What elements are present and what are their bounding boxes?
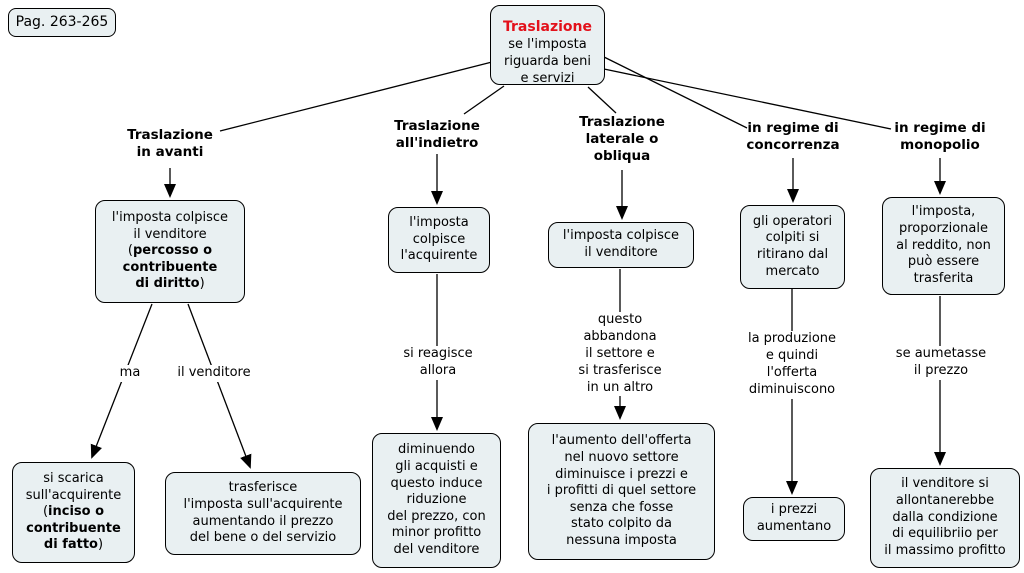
root-title: Traslazione: [503, 19, 592, 36]
connector-root-indietro: [463, 85, 505, 115]
edge-label-ma[interactable]: ma: [112, 365, 148, 382]
node-seller-equilibrium[interactable]: il venditore si allontanerebbe dalla con…: [870, 468, 1020, 568]
node-supply-increase[interactable]: l'aumento dell'offerta nel nuovo settore…: [528, 423, 715, 560]
node-seller-hit-lateral[interactable]: l'imposta colpisce il venditore: [548, 222, 694, 268]
node-buyer-hit[interactable]: l'imposta colpisce l'acquirente: [388, 207, 490, 273]
node-falls-on-buyer-bold: inciso o contribuente di fatto: [26, 504, 121, 553]
node-seller-hit-post: ): [199, 276, 205, 292]
page-ref-label: Pag. 263-265: [15, 13, 109, 30]
node-seller-hit-bold: percosso o contribuente di diritto: [122, 243, 218, 292]
root-subtitle: se l'imposta riguarda beni e servizi: [504, 37, 591, 86]
edge-label-questo-abbandona[interactable]: questo abbandona il settore e si trasfer…: [565, 312, 675, 397]
branch-label-in-avanti[interactable]: Traslazione in avanti: [127, 127, 213, 160]
node-seller-hit[interactable]: l'imposta colpisce il venditore (percoss…: [95, 200, 245, 303]
branch-label-laterale-obliqua[interactable]: Traslazione laterale o obliqua: [579, 114, 665, 164]
node-falls-on-buyer-post: ): [97, 537, 104, 553]
node-tax-not-transferable[interactable]: l'imposta, proporzionale al reddito, non…: [882, 197, 1005, 295]
edge-label-il-venditore[interactable]: il venditore: [168, 365, 260, 382]
node-falls-on-buyer[interactable]: si scarica sull'acquirente (inciso o con…: [12, 462, 135, 563]
connector-root-laterale: [587, 86, 617, 114]
page-ref-box[interactable]: Pag. 263-265: [8, 8, 116, 37]
arrow-il-venditore: [187, 303, 252, 469]
node-falls-on-buyer-text: si scarica sull'acquirente (inciso o con…: [26, 471, 121, 554]
node-prices-rise[interactable]: i prezzi aumentano: [743, 497, 845, 541]
node-seller-hit-text: l'imposta colpisce il venditore (percoss…: [112, 210, 228, 293]
node-falls-on-buyer-pre: si scarica sull'acquirente (: [25, 470, 122, 520]
node-transfers-tax[interactable]: trasferisce l'imposta sull'acquirente au…: [165, 472, 361, 555]
node-operators-exit[interactable]: gli operatori colpiti si ritirano dal me…: [740, 205, 845, 289]
edge-label-si-reagisce[interactable]: si reagisce allora: [388, 346, 488, 380]
node-seller-hit-pre: l'imposta colpisce il venditore (: [111, 209, 229, 259]
branch-label-regime-monopolio[interactable]: in regime di monopolio: [894, 120, 986, 153]
node-reduces-purchases[interactable]: diminuendo gli acquisti e questo induce …: [372, 433, 501, 568]
branch-label-regime-concorrenza[interactable]: in regime di concorrenza: [746, 120, 840, 153]
edge-label-la-produzione[interactable]: la produzione e quindi l'offerta diminui…: [737, 331, 847, 399]
edge-label-se-aumetasse[interactable]: se aumetasse il prezzo: [886, 346, 996, 380]
branch-label-all-indietro[interactable]: Traslazione all'indietro: [394, 118, 480, 151]
